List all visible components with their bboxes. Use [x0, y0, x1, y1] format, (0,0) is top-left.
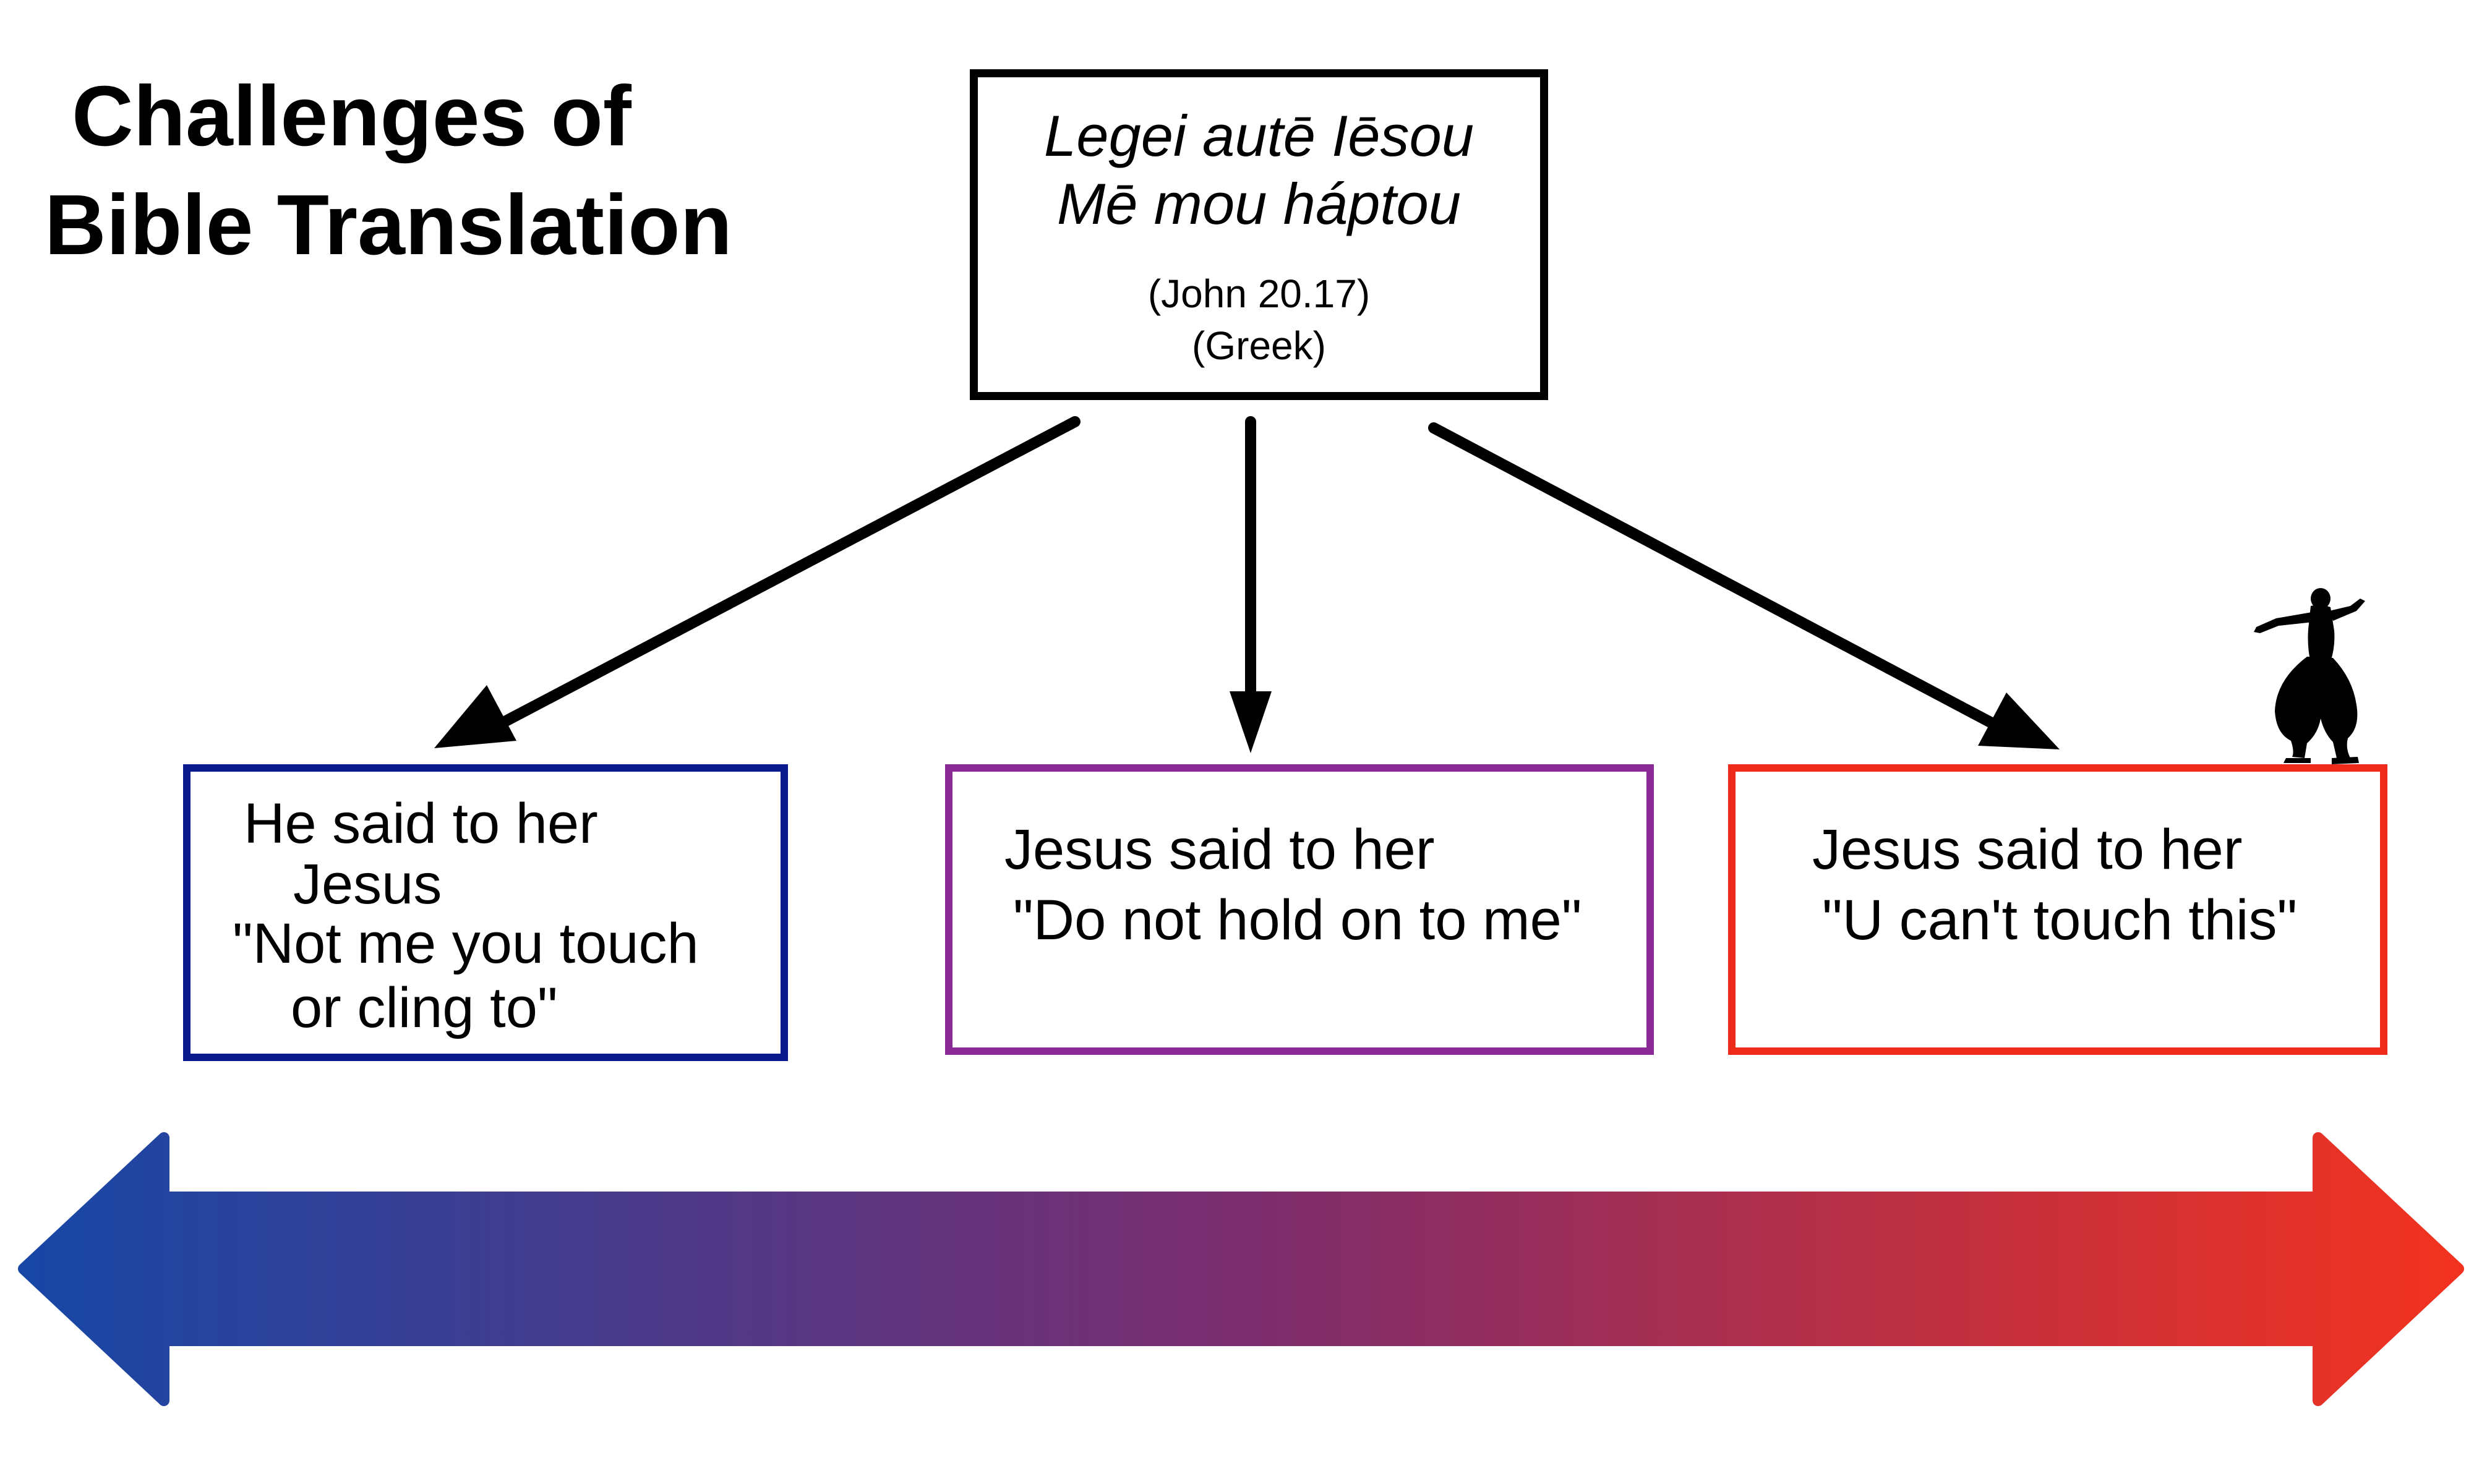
verse-reference: (John 20.17): [1147, 271, 1371, 316]
translation-box-paraphrase: Jesus said to her "U can't touch this": [1728, 764, 2387, 1055]
source-text-box: Legei autē Iēsou Mē mou háptou (John 20.…: [970, 69, 1548, 400]
dancing-figure-silhouette-icon: [2254, 588, 2365, 764]
title-line-2: Bible Translation: [45, 177, 732, 273]
translation-line: "U can't touch this": [1822, 889, 2298, 952]
arrow-to-paraphrase: [1428, 422, 2060, 749]
greek-line-1: Legei autē Iēsou: [1043, 103, 1475, 168]
translation-line: "Do not hold on to me": [1013, 889, 1582, 952]
translation-line: Jesus: [293, 853, 442, 916]
translation-line: Jesus said to her: [1004, 818, 1435, 881]
translation-line: He said to her: [244, 792, 598, 855]
translation-line: "Not me you touch: [233, 912, 699, 975]
translation-line: Jesus said to her: [1812, 818, 2243, 881]
spectrum-arrow-shape: [18, 1132, 2464, 1406]
translation-line: or cling to": [291, 976, 558, 1039]
translation-box-literal: He said to her Jesus "Not me you touch o…: [183, 764, 788, 1061]
greek-line-2: Mē mou háptou: [1056, 171, 1462, 236]
title-line-1: Challenges of: [72, 69, 631, 164]
translation-box-dynamic: Jesus said to her "Do not hold on to me": [945, 764, 1654, 1055]
arrow-to-literal: [434, 416, 1081, 748]
arrow-to-dynamic: [1230, 416, 1272, 753]
source-language: (Greek): [1192, 323, 1326, 368]
diagram-title: Challenges of Bible Translation: [45, 62, 732, 279]
